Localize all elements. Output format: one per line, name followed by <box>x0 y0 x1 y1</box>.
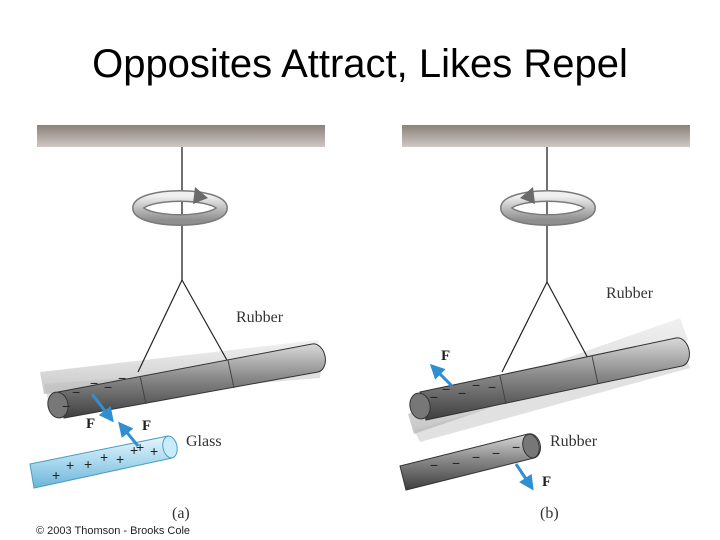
rubber-rod-b-hanging <box>409 337 690 421</box>
hanger-string-a-right <box>181 279 229 363</box>
charge-minus: − <box>430 457 438 473</box>
charge-plus: + <box>52 467 60 483</box>
rubber-charges-a: − − − − − <box>62 370 126 414</box>
hanger-string-a-left <box>137 279 183 373</box>
force-label-a-1: F <box>86 416 95 432</box>
charge-minus: − <box>512 439 520 455</box>
charge-minus: − <box>72 384 80 400</box>
charge-plus: + <box>116 451 124 467</box>
charge-minus: − <box>458 385 466 401</box>
rubber-label-b-top: Rubber <box>606 285 654 302</box>
rotation-arrow-icon-b <box>500 187 596 226</box>
charge-plus: + <box>150 443 158 459</box>
charge-minus: − <box>452 455 460 471</box>
rubber-label-a: Rubber <box>236 309 284 326</box>
charge-minus: − <box>442 381 450 397</box>
rubber-rod-a <box>47 343 326 419</box>
charge-minus: − <box>104 379 112 395</box>
panel-a: − − − − − Rubber + + + + + + + + Glass F… <box>29 125 326 522</box>
rotation-arrow-icon-a <box>132 187 228 226</box>
rod-motion-blur-a <box>40 340 322 394</box>
rubber-label-b-lower: Rubber <box>550 433 598 450</box>
copyright-notice: © 2003 Thomson - Brooks Cole <box>36 525 190 537</box>
charge-plus: + <box>100 449 108 465</box>
charge-plus: + <box>66 457 74 473</box>
hanger-string-b-right <box>546 281 591 363</box>
ceiling-b <box>402 125 690 147</box>
charge-minus: − <box>62 398 70 414</box>
charge-plus: + <box>130 442 138 458</box>
ceiling-a <box>37 125 325 147</box>
panel-b: − − − − − Rubber − − − − − Rubber F F (b… <box>399 125 690 522</box>
caption-b: (b) <box>540 505 559 522</box>
hanger-string-b-left <box>501 281 548 373</box>
charge-minus: − <box>90 375 98 391</box>
charge-minus: − <box>118 370 126 386</box>
charge-minus: − <box>488 379 496 395</box>
force-arrow-b-2 <box>514 463 534 491</box>
glass-label-a: Glass <box>186 433 222 450</box>
glass-rod-a <box>29 435 178 489</box>
force-arrow-b-1 <box>429 363 454 388</box>
caption-a: (a) <box>172 505 190 522</box>
rubber-charges-b2: − − − − − <box>430 439 520 473</box>
slide-title: Opposites Attract, Likes Repel <box>92 42 628 86</box>
force-arrow-a-1 <box>90 393 114 423</box>
force-arrow-a-2 <box>118 421 140 447</box>
force-label-b-1: F <box>441 348 450 364</box>
charge-plus: + <box>136 439 144 455</box>
charge-minus: − <box>472 449 480 465</box>
force-label-a-2: F <box>142 418 151 434</box>
charge-minus: − <box>492 445 500 461</box>
force-label-b-2: F <box>542 474 551 490</box>
charge-minus: − <box>430 389 438 405</box>
rubber-charges-b1: − − − − − <box>430 377 496 405</box>
charge-plus: + <box>84 456 92 472</box>
glass-charges-a: + + + + + + + + <box>52 439 158 483</box>
rubber-rod-b-lower <box>399 433 541 491</box>
charge-minus: − <box>472 377 480 393</box>
